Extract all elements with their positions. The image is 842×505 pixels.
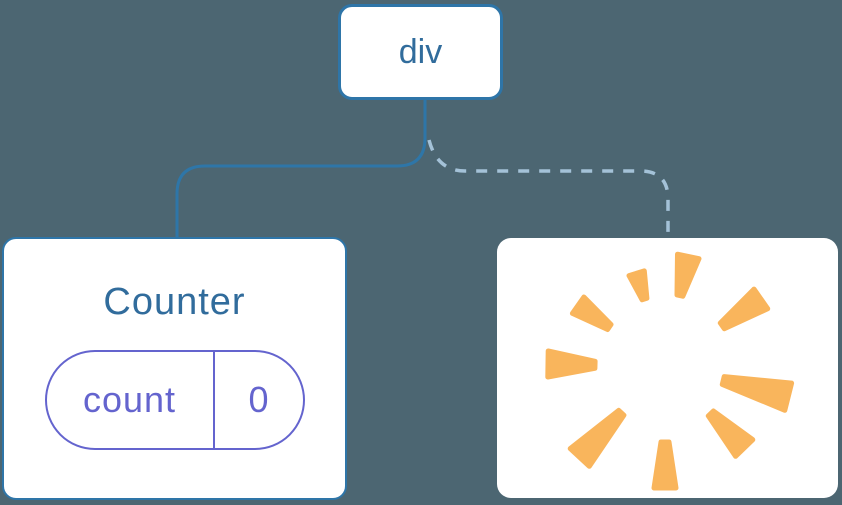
- state-pill-value: 0: [248, 379, 269, 420]
- tree-node-counter: Counter count 0: [2, 237, 347, 500]
- state-pill: count 0: [44, 350, 305, 450]
- connector-solid: [175, 100, 427, 238]
- tree-node-removed: [497, 238, 838, 498]
- poof-starburst-icon: [545, 251, 795, 491]
- state-pill-divider: [212, 352, 215, 448]
- tree-node-div: div: [338, 4, 503, 100]
- tree-node-div-label: div: [398, 32, 443, 71]
- counter-title: Counter: [103, 281, 246, 323]
- connector-dashed: [427, 139, 670, 238]
- state-pill-key: count: [82, 379, 177, 420]
